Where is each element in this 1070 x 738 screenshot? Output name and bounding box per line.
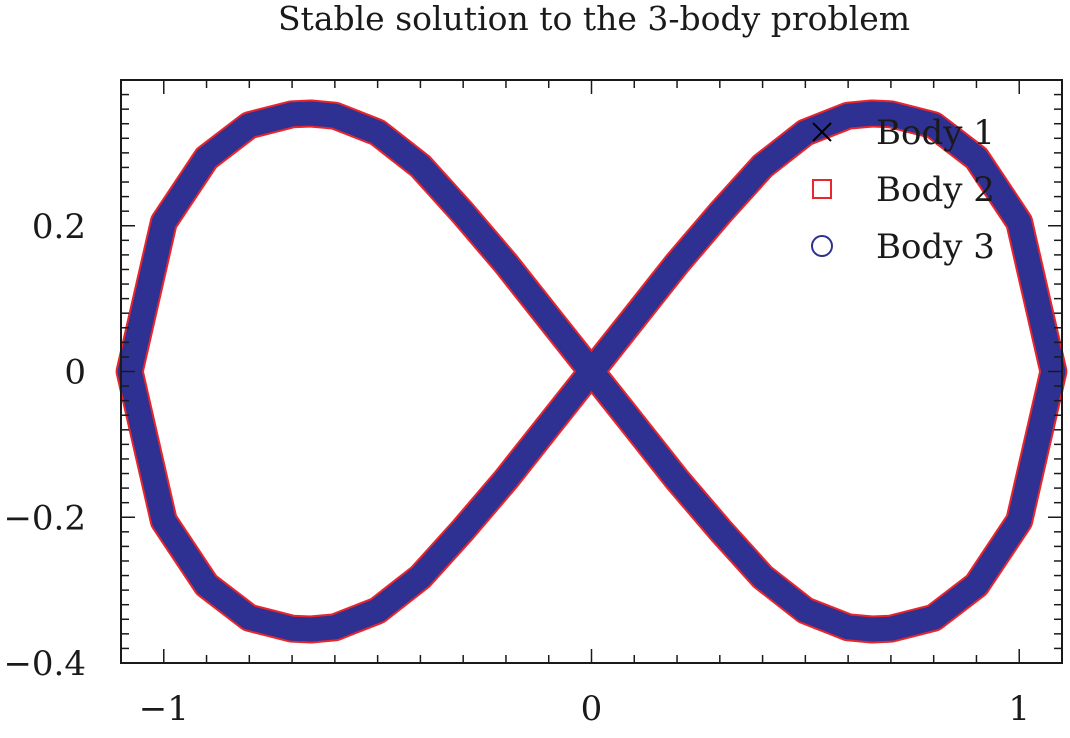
legend-item: Body 1: [812, 113, 995, 153]
chart-title: Stable solution to the 3-body problem: [278, 0, 910, 38]
legend: Body 1 Body 2 Body 3: [811, 113, 995, 267]
legend-item: Body 3: [811, 227, 995, 267]
y-tick-label: 0.2: [32, 207, 86, 247]
legend-label: Body 2: [876, 170, 995, 210]
x-tick-label: −1: [139, 689, 189, 729]
x-tick-label: 0: [581, 689, 603, 729]
legend-marker-square: [812, 179, 832, 199]
legend-label: Body 1: [876, 113, 995, 153]
legend-marker-x: [812, 122, 832, 142]
y-tick-label: −0.2: [3, 498, 86, 538]
legend-item: Body 2: [812, 170, 995, 210]
legend-marker-circle: [811, 235, 833, 257]
x-tick-label: 1: [1008, 689, 1030, 729]
legend-label: Body 3: [876, 227, 995, 267]
axes-layer: −1 0 1 0.2 0 −0.2 −0.4: [3, 79, 1063, 729]
y-tick-label: 0: [64, 353, 86, 393]
y-tick-label: −0.4: [3, 644, 86, 684]
